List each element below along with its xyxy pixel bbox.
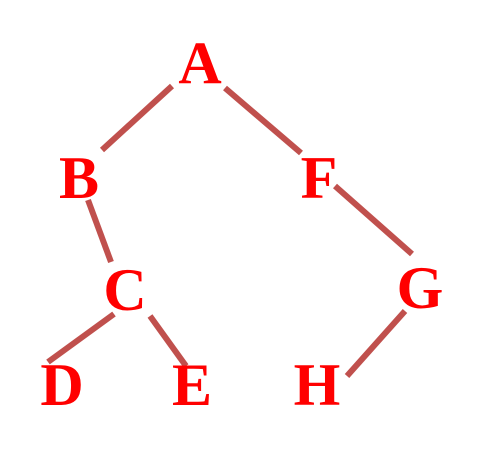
edge-B-C (85, 198, 114, 264)
edge-C-E (147, 314, 189, 368)
edges-layer (46, 83, 414, 378)
node-D: D (40, 352, 83, 418)
node-E: E (172, 352, 212, 418)
node-H: H (294, 352, 341, 418)
edge-A-B (99, 83, 175, 153)
node-F: F (301, 145, 338, 211)
node-B: B (59, 145, 99, 211)
edge-A-F (223, 85, 303, 156)
nodes-layer: A B F C G D E H (40, 30, 443, 418)
node-G: G (397, 255, 444, 321)
edge-G-H (344, 309, 408, 378)
edge-F-G (333, 183, 414, 257)
node-A: A (178, 30, 221, 96)
node-C: C (103, 257, 146, 323)
edge-C-D (46, 311, 116, 365)
